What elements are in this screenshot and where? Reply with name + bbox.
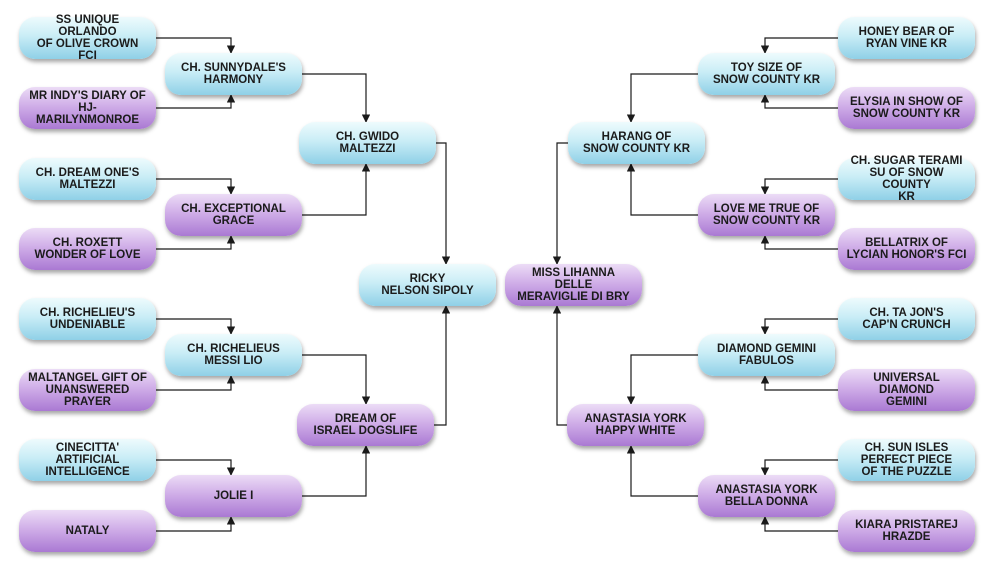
left-ggp-3: CH. DREAM ONE'S MALTEZZI	[19, 158, 156, 200]
connector-right-ggp-6	[760, 375, 838, 391]
left-gp-2: CH. EXCEPTIONAL GRACE	[165, 194, 302, 236]
right-ggp-6: UNIVERSAL DIAMOND GEMINI	[838, 369, 975, 411]
right-gp-2: LOVE ME TRUE OF SNOW COUNTY KR	[698, 194, 835, 236]
left-ggp-2: MR INDY'S DIARY OF HJ-MARILYNMONROE	[19, 87, 156, 129]
connector-left-gp-4	[302, 445, 371, 497]
connector-left-ggp-2	[156, 94, 236, 109]
left-ggp-8: NATALY	[19, 510, 156, 552]
left-gp-4: JOLIE I	[165, 475, 302, 517]
left-ggp-4: CH. ROXETT WONDER OF LOVE	[19, 228, 156, 270]
connector-right-ggp-7	[760, 459, 838, 476]
connector-right-parent-dam	[552, 305, 567, 426]
left-ggp-6: MALTANGEL GIFT OF UNANSWERED PRAYER	[19, 369, 156, 411]
right-ggp-1: HONEY BEAR OF RYAN VINE KR	[838, 17, 975, 59]
right-parent-dam: ANASTASIA YORK HAPPY WHITE	[567, 404, 704, 446]
connector-left-parent-dam	[434, 305, 451, 426]
connector-right-parent-sire	[552, 142, 568, 265]
connector-right-gp-1	[626, 73, 698, 123]
right-gp-3: DIAMOND GEMINI FABULOS	[698, 334, 835, 376]
right-ggp-5: CH. TA JON'S CAP'N CRUNCH	[838, 298, 975, 340]
right-gp-1: TOY SIZE OF SNOW COUNTY KR	[698, 53, 835, 95]
left-gp-3: CH. RICHELIEUS MESSI LIO	[165, 334, 302, 376]
connector-left-gp-3	[302, 354, 371, 405]
connector-left-ggp-3	[156, 178, 236, 195]
connector-left-ggp-6	[156, 375, 236, 391]
left-ggp-7: CINECITTA' ARTIFICIAL INTELLIGENCE	[19, 439, 156, 481]
left-ggp-5: CH. RICHELIEU'S UNDENIABLE	[19, 298, 156, 340]
connector-right-gp-3	[626, 354, 698, 405]
connector-right-gp-4	[626, 445, 698, 497]
connector-right-ggp-1	[760, 37, 838, 54]
connector-left-ggp-8	[156, 516, 236, 532]
connector-left-ggp-5	[156, 318, 236, 335]
right-ggp-2: ELYSIA IN SHOW OF SNOW COUNTY KR	[838, 87, 975, 129]
center-left-dog: RICKY NELSON SIPOLY	[359, 264, 496, 306]
connector-right-ggp-8	[760, 516, 838, 532]
center-right-dog: MISS LIHANNA DELLE MERAVIGLIE DI BRY	[505, 264, 642, 306]
left-parent-sire: CH. GWIDO MALTEZZI	[299, 122, 436, 164]
connector-left-ggp-4	[156, 235, 236, 250]
connector-left-ggp-7	[156, 459, 236, 476]
connector-left-gp-2	[302, 163, 371, 216]
connector-left-gp-1	[302, 73, 371, 123]
left-gp-1: CH. SUNNYDALE'S HARMONY	[165, 53, 302, 95]
connector-right-ggp-5	[760, 318, 838, 335]
left-ggp-1: SS UNIQUE ORLANDO OF OLIVE CROWN FCI	[19, 14, 156, 62]
connector-left-ggp-1	[156, 37, 236, 54]
connector-right-ggp-3	[760, 178, 838, 195]
connector-right-ggp-4	[760, 235, 838, 250]
right-ggp-7: CH. SUN ISLES PERFECT PIECE OF THE PUZZL…	[838, 439, 975, 481]
right-parent-sire: HARANG OF SNOW COUNTY KR	[568, 122, 705, 164]
right-gp-4: ANASTASIA YORK BELLA DONNA	[698, 475, 835, 517]
connector-left-parent-sire	[436, 142, 451, 265]
connector-right-gp-2	[626, 163, 698, 216]
left-parent-dam: DREAM OF ISRAEL DOGSLIFE	[297, 404, 434, 446]
connector-right-ggp-2	[760, 94, 838, 109]
right-ggp-8: KIARA PRISTAREJ HRAZDE	[838, 510, 975, 552]
right-ggp-3: CH. SUGAR TERAMI SU OF SNOW COUNTY KR	[838, 155, 975, 203]
right-ggp-4: BELLATRIX OF LYCIAN HONOR'S FCI	[838, 228, 975, 270]
